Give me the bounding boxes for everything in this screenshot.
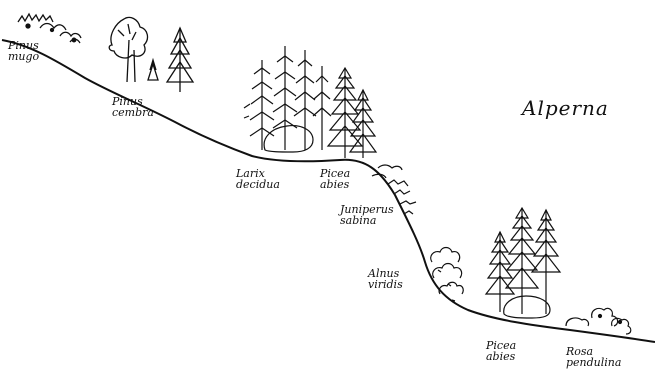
larix-decidua-trees <box>243 46 332 153</box>
label-juniperus-sabina: Juniperus sabina <box>340 203 394 227</box>
label-pinus-mugo: Pinus mugo <box>8 39 40 63</box>
pinus-cembra-trees <box>108 16 195 92</box>
juniperus-sabina-shrubs <box>371 164 417 215</box>
label-picea-abies-upper: Picea abies <box>320 167 351 191</box>
boulder-icon <box>263 125 314 153</box>
picea-abies-lower-trees <box>484 206 562 319</box>
label-rosa-pendulina: Rosa pendulina <box>566 345 622 369</box>
label-larix-decidua: Larix decidua <box>236 167 280 191</box>
label-alnus-viridis: Alnus viridis <box>368 267 403 291</box>
label-pinus-cembra: Pinus cembra <box>112 95 154 119</box>
alnus-viridis-shrubs <box>430 246 464 302</box>
picea-abies-upper-trees <box>326 66 378 158</box>
label-picea-abies-lower: Picea abies <box>486 339 517 363</box>
pinus-mugo-shrubs <box>17 12 82 44</box>
slope-line <box>1 39 655 343</box>
rosa-pendulina-shrubs <box>565 307 632 335</box>
diagram-title: Alperna <box>522 96 609 120</box>
